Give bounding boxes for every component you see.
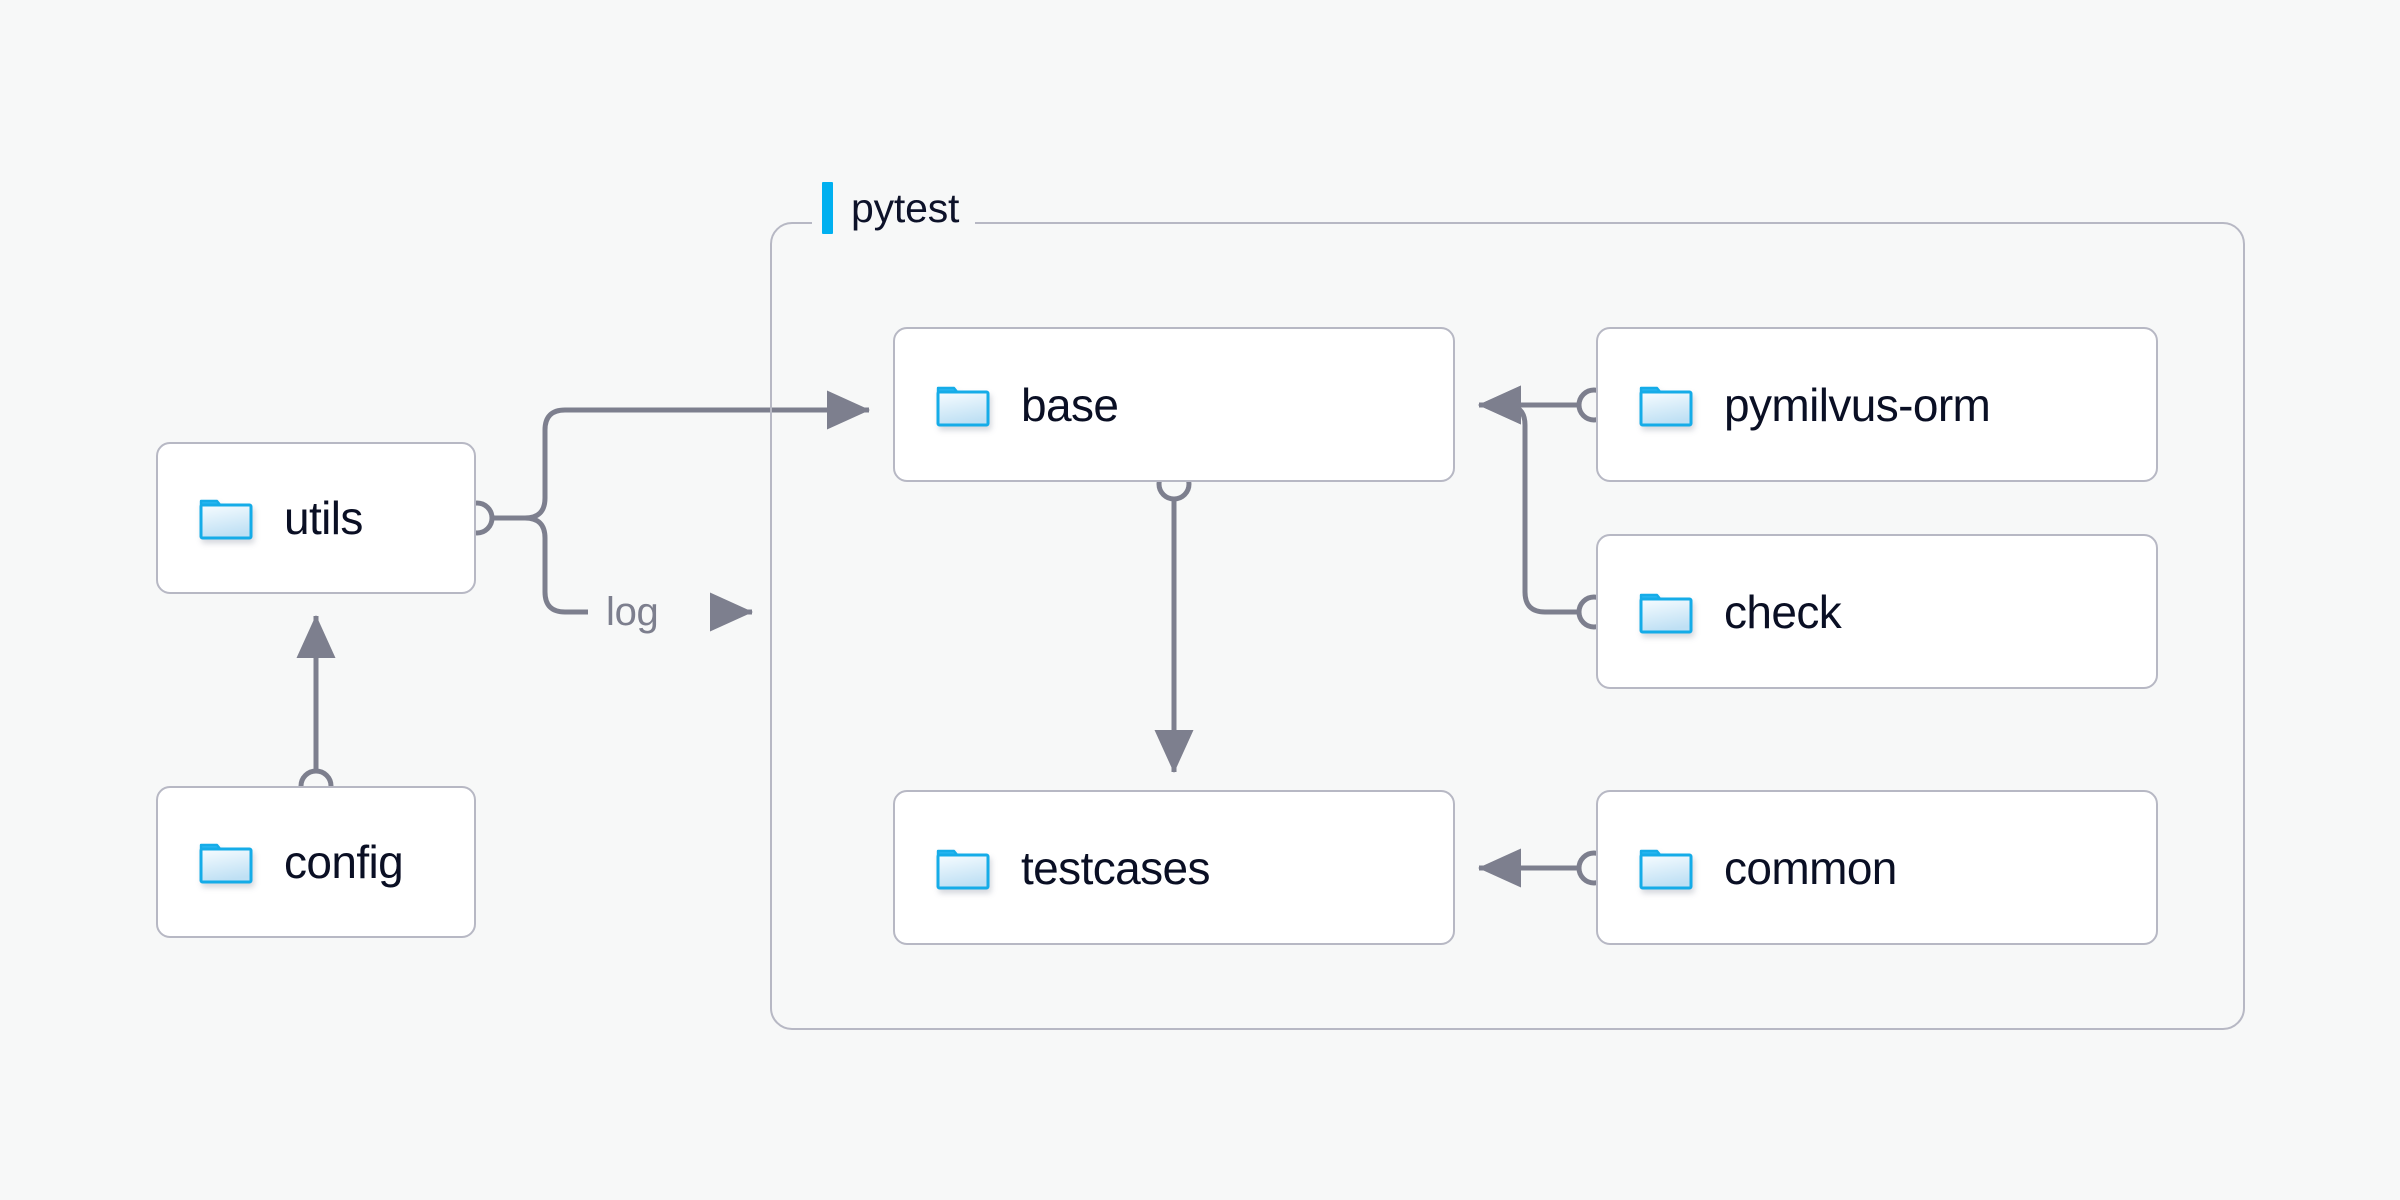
node-label: common <box>1724 841 1897 894</box>
node-label: testcases <box>1021 841 1211 894</box>
pytest-group-label: pytest <box>812 182 976 234</box>
node-label: check <box>1724 585 1842 638</box>
folder-icon <box>935 381 991 429</box>
node-label: base <box>1021 378 1119 431</box>
node-check[interactable]: check <box>1596 534 2158 689</box>
node-pymilvus-orm[interactable]: pymilvus-orm <box>1596 327 2158 482</box>
folder-icon <box>1638 588 1694 636</box>
group-accent-bar <box>822 182 833 234</box>
edge-label-log: log <box>598 590 667 634</box>
node-testcases[interactable]: testcases <box>893 790 1455 945</box>
node-config[interactable]: config <box>156 786 476 938</box>
node-label: config <box>284 836 404 888</box>
folder-icon <box>198 838 254 886</box>
node-label: pymilvus-orm <box>1724 378 1991 431</box>
node-label: utils <box>284 492 363 544</box>
group-label-text: pytest <box>851 184 960 231</box>
node-common[interactable]: common <box>1596 790 2158 945</box>
folder-icon <box>935 844 991 892</box>
pytest-group-container[interactable] <box>770 222 2245 1030</box>
edge-utils-to-log-a <box>493 515 588 615</box>
folder-icon <box>1638 844 1694 892</box>
node-utils[interactable]: utils <box>156 442 476 594</box>
node-base[interactable]: base <box>893 327 1455 482</box>
folder-icon <box>198 494 254 542</box>
folder-icon <box>1638 381 1694 429</box>
